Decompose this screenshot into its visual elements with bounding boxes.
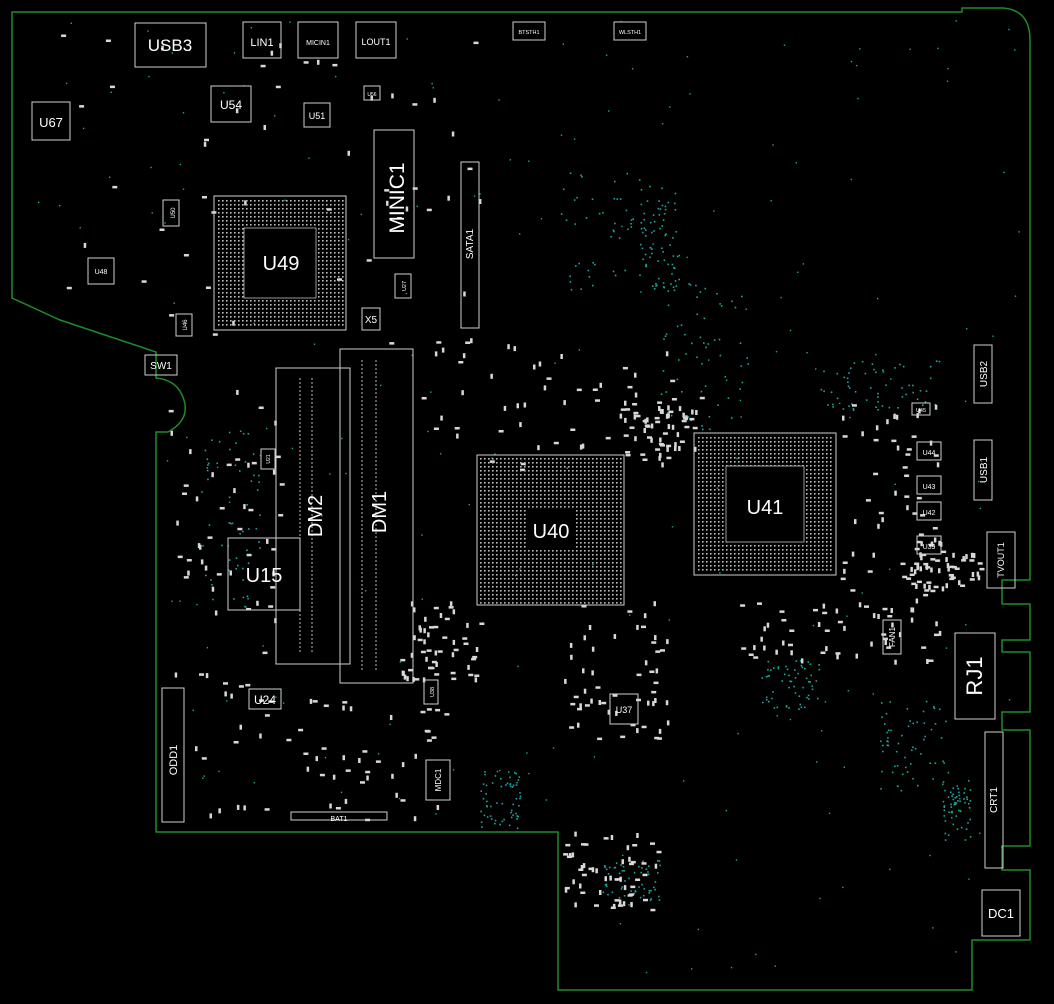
small-pads [61, 34, 985, 912]
comp-u51: U51 [303, 102, 331, 128]
comp-mdc1: MDC1 [425, 759, 451, 801]
comp-dm1: DM1 [339, 348, 414, 684]
label-btsth1: BTSTH1 [518, 30, 539, 36]
label-u37: U37 [616, 705, 633, 715]
comp-odd1: ODD1 [161, 687, 185, 823]
label-x5: X5 [365, 315, 378, 326]
label-u38: U38 [430, 687, 436, 697]
comp-u43: U43 [916, 475, 942, 495]
comp-lin1: LIN1 [242, 21, 282, 59]
label-dm1: DM1 [369, 491, 391, 533]
label-u44: U44 [923, 450, 936, 457]
comp-usb3: USB3 [134, 22, 207, 68]
comp-usb2: USB2 [973, 344, 993, 404]
comp-bat1: BAT1 [290, 811, 388, 823]
label-wlsth1: WLSTH1 [619, 30, 641, 36]
label-sw1: SW1 [150, 361, 172, 372]
label-usb1: USB1 [979, 457, 990, 484]
comp-u39: U39 [916, 535, 942, 555]
label-u27: U27 [402, 281, 408, 291]
label-sata1: SATA1 [465, 228, 476, 259]
label-tvout1: TVOUT1 [996, 542, 1006, 578]
comp-u46: U46 [175, 313, 193, 337]
comp-sw1: SW1 [144, 354, 178, 376]
label-lout1: LOUT1 [361, 37, 390, 47]
label-minic1: MINIC1 [386, 162, 409, 233]
vias [38, 20, 1020, 974]
label-mdc1: MDC1 [434, 768, 443, 791]
comp-x5: X5 [361, 307, 381, 331]
label-u45: U45 [916, 408, 926, 414]
board-outline [11, 7, 1031, 991]
comp-u67: U67 [31, 101, 71, 141]
comp-u41: U41 [693, 432, 837, 576]
label-usb3: USB3 [148, 36, 192, 55]
comp-sata1: SATA1 [460, 161, 480, 329]
comp-u54: U54 [210, 85, 252, 123]
label-u40: U40 [533, 521, 570, 543]
comp-u40: U40 [476, 454, 625, 606]
label-u42: U42 [923, 510, 936, 517]
comp-u49: U49 [213, 195, 347, 331]
comp-u37: U37 [609, 693, 639, 725]
comp-tvout1: TVOUT1 [986, 531, 1016, 589]
label-u56: U56 [367, 92, 376, 98]
label-u51: U51 [309, 111, 326, 121]
comp-crt1: CRT1 [984, 731, 1004, 869]
comp-rj1: RJ1 [954, 632, 996, 720]
label-dc1: DC1 [988, 906, 1014, 921]
label-u15: U15 [246, 565, 283, 587]
comp-u45: U45 [911, 402, 931, 416]
comp-dm2: DM2 [275, 367, 351, 665]
comp-u48: U48 [87, 257, 115, 285]
label-dm2: DM2 [305, 495, 327, 537]
label-u48: U48 [95, 269, 108, 276]
bga-arrays [218, 200, 832, 604]
label-u46: U46 [183, 319, 189, 331]
label-rj1: RJ1 [962, 656, 987, 695]
label-micin1: MICIN1 [306, 40, 330, 47]
label-bat1: BAT1 [331, 816, 348, 823]
label-odd1: ODD1 [168, 745, 180, 776]
comp-u38: U38 [423, 679, 439, 705]
label-u54: U54 [220, 98, 242, 112]
comp-u50: U50 [162, 199, 180, 227]
label-u24: U24 [254, 693, 276, 707]
comp-u24: U24 [248, 688, 282, 710]
comp-btsth1: BTSTH1 [512, 21, 546, 41]
label-u50: U50 [171, 207, 177, 219]
comp-usb1: USB1 [973, 439, 993, 501]
comp-minic1: MINIC1 [373, 129, 415, 259]
comp-u15: U15 [227, 537, 301, 611]
comp-dc1: DC1 [981, 889, 1021, 937]
label-u21: U21 [266, 454, 272, 463]
label-lin1: LIN1 [250, 37, 273, 49]
label-u43: U43 [923, 484, 936, 491]
label-u67: U67 [39, 115, 63, 130]
comp-micin1: MICIN1 [297, 21, 339, 59]
comp-lout1: LOUT1 [355, 21, 397, 59]
comp-u42: U42 [916, 501, 942, 521]
label-u39: U39 [923, 544, 936, 551]
label-usb2: USB2 [979, 361, 990, 388]
comp-u27: U27 [394, 273, 412, 299]
comp-u21: U21 [260, 448, 276, 470]
label-fan1: FAN1 [888, 626, 897, 647]
comp-fan1: FAN1 [882, 619, 902, 655]
comp-u56: U56 [363, 85, 381, 101]
label-crt1: CRT1 [989, 787, 1000, 813]
comp-wlsth1: WLSTH1 [613, 21, 647, 41]
comp-u44: U44 [916, 441, 942, 461]
label-u49: U49 [263, 253, 300, 275]
label-u41: U41 [747, 497, 784, 519]
